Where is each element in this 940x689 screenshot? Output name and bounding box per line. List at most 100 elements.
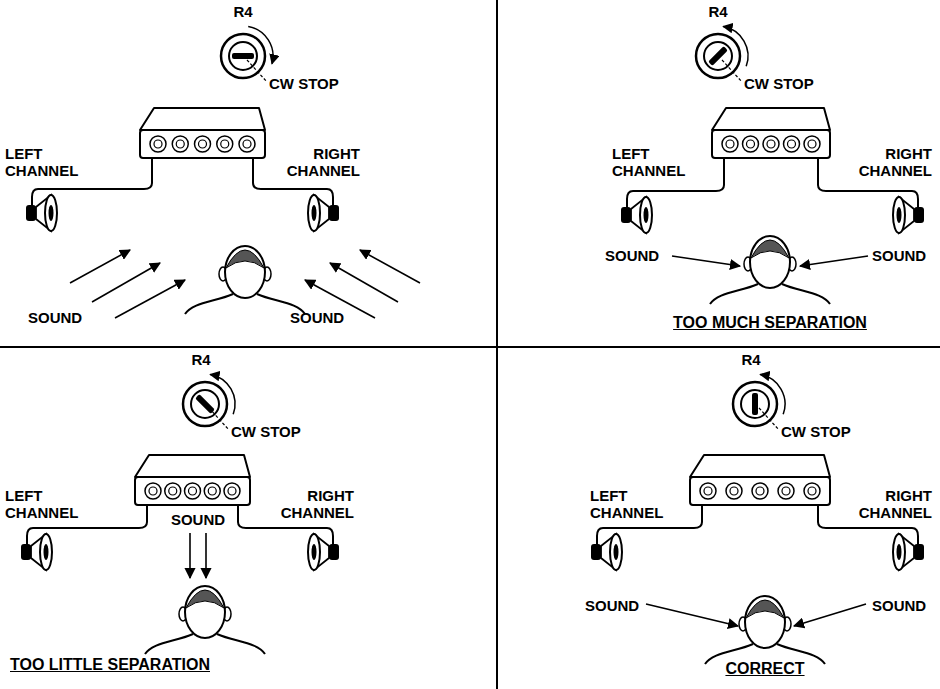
sound-label: SOUND <box>28 310 98 327</box>
sound-arrow <box>794 604 866 626</box>
sound-label: SOUND <box>585 598 649 615</box>
sound-arrow <box>189 533 191 578</box>
caption: TOO LITTLE SEPARATION <box>10 656 290 674</box>
control-knob-center <box>704 487 712 495</box>
amplifier-front <box>690 477 830 505</box>
loudspeaker <box>893 534 924 570</box>
loudspeaker <box>621 197 652 233</box>
control-knob-center <box>199 140 207 148</box>
stop-marker <box>722 60 742 82</box>
control-knob-center <box>726 140 734 148</box>
speaker-cap <box>312 205 317 221</box>
knob-rim <box>733 382 777 426</box>
sound-arrow <box>115 280 185 318</box>
listener-head <box>185 246 305 314</box>
hair <box>746 600 784 618</box>
control-knob-center <box>756 487 764 495</box>
speaker-cap <box>312 544 317 560</box>
head-outline <box>185 586 225 638</box>
head-outline <box>750 236 790 288</box>
knob-face <box>229 42 257 70</box>
knob-slot <box>232 53 254 59</box>
control-knob-center <box>149 487 157 495</box>
loudspeaker <box>893 197 924 233</box>
panel-illustration <box>26 26 420 318</box>
control-knob <box>204 483 220 499</box>
part-label: R4 <box>731 352 771 369</box>
hair <box>751 240 789 258</box>
control-knob <box>224 483 240 499</box>
amplifier-front <box>135 477 250 505</box>
control-knob <box>172 136 188 152</box>
amplifier-unit <box>135 455 250 505</box>
sound-arrow <box>70 250 130 283</box>
control-knob-center <box>208 487 216 495</box>
amplifier-unit <box>712 108 830 158</box>
speaker-magnet <box>26 205 36 221</box>
stop-label: CW STOP <box>269 76 359 93</box>
listener-head <box>705 596 825 664</box>
head-outline <box>225 246 265 298</box>
control-knob <box>726 483 742 499</box>
part-label: R4 <box>698 4 738 21</box>
control-knob <box>239 136 255 152</box>
caption: CORRECT <box>705 660 825 678</box>
knob-rim <box>221 34 265 78</box>
speaker-magnet <box>914 207 924 223</box>
stop-marker <box>759 408 779 430</box>
potentiometer-knob <box>183 374 235 430</box>
sound-label: SOUND <box>605 248 669 265</box>
channel-label: RIGHT CHANNEL <box>268 146 360 179</box>
control-knob <box>165 483 181 499</box>
rotation-arrow <box>210 374 235 414</box>
control-knob <box>804 136 820 152</box>
caption: TOO MUCH SEPARATION <box>630 314 910 332</box>
channel-label: RIGHT CHANNEL <box>262 488 354 521</box>
control-knob <box>195 136 211 152</box>
control-knob <box>217 136 233 152</box>
knob-slot <box>752 393 758 415</box>
speaker-magnet <box>21 544 31 560</box>
hair <box>186 590 224 608</box>
control-knob-center <box>767 140 775 148</box>
speaker-magnet <box>329 205 339 221</box>
control-knob <box>145 483 161 499</box>
channel-label: RIGHT CHANNEL <box>840 488 932 521</box>
sound-label: SOUND <box>290 310 360 327</box>
sound-arrow <box>800 256 868 266</box>
speaker-rim <box>308 534 320 570</box>
speaker-magnet <box>621 207 631 223</box>
amplifier-top <box>690 455 830 477</box>
speaker-rim <box>893 534 905 570</box>
speaker-rim <box>640 197 652 233</box>
potentiometer-knob <box>733 374 785 430</box>
speaker-magnet <box>329 544 339 560</box>
sound-arrow <box>360 250 420 283</box>
amplifier-front <box>712 130 830 158</box>
listener-head <box>710 236 830 304</box>
amplifier-top <box>140 108 265 130</box>
channel-label: LEFT CHANNEL <box>5 488 97 521</box>
speaker-rim <box>610 534 622 570</box>
control-knob-center <box>808 487 816 495</box>
sound-label: SOUND <box>872 248 936 265</box>
speaker-cap <box>897 207 902 223</box>
control-knob-center <box>169 487 177 495</box>
speaker-rim <box>893 197 905 233</box>
loudspeaker <box>21 534 52 570</box>
rotation-arrow <box>248 26 273 63</box>
listener-head <box>145 586 265 654</box>
stop-marker <box>209 408 229 430</box>
loudspeaker <box>26 195 57 231</box>
control-knob <box>752 483 768 499</box>
control-knob-center <box>808 140 816 148</box>
loudspeaker <box>308 534 339 570</box>
control-knob-center <box>782 487 790 495</box>
knob-face <box>704 42 732 70</box>
hair <box>226 250 264 268</box>
amplifier-top <box>712 108 830 130</box>
control-knob-center <box>221 140 229 148</box>
panel-divider <box>496 0 498 689</box>
control-knob-center <box>730 487 738 495</box>
